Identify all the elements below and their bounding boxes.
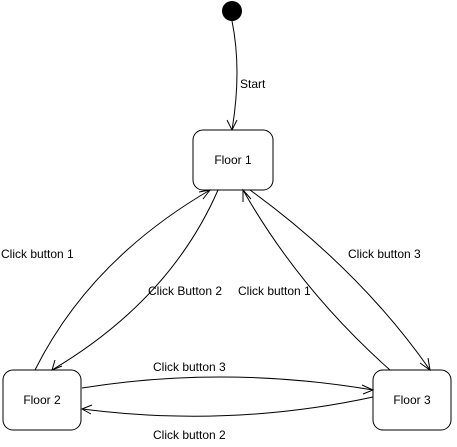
transition-f3-to-f1-arrowhead — [242, 188, 252, 202]
initial-state-dot — [222, 1, 242, 21]
state-floor-3-label: Floor 3 — [393, 393, 431, 407]
state-floor-1-label: Floor 1 — [214, 153, 252, 167]
transition-f1-to-f2-arrow — [34, 189, 211, 371]
transition-f1-to-f3-label: Click button 3 — [348, 247, 421, 261]
state-floor-2-label: Floor 2 — [23, 393, 61, 407]
state-floor-1[interactable]: Floor 1 — [192, 129, 274, 191]
start-transition-label: Start — [240, 77, 266, 91]
transition-f1-to-f3-arrowhead — [419, 357, 431, 372]
transition-f3-to-f1-arrow — [242, 189, 391, 371]
transition-f3-to-f2-arrow — [81, 396, 374, 417]
state-floor-2[interactable]: Floor 2 — [2, 369, 82, 431]
transition-f2-to-f1-label: Click Button 2 — [148, 284, 222, 298]
start-transition-arrow — [231, 20, 238, 131]
transition-f1-to-f2-arrowhead — [198, 189, 212, 200]
transition-f2-to-f1-arrowhead — [51, 359, 63, 371]
transition-f2-to-f3-label: Click button 3 — [153, 360, 226, 374]
state-floor-3-box — [372, 369, 452, 431]
transition-f2-to-f3-arrow — [81, 376, 374, 391]
transition-f3-to-f2-label: Click button 2 — [153, 428, 226, 442]
transition-f2-to-f3-arrowhead — [361, 384, 375, 395]
transition-f3-to-f2-arrowhead — [80, 404, 93, 415]
transition-f1-to-f3-arrow — [249, 189, 431, 371]
transition-f1-to-f2-label: Click button 1 — [1, 247, 74, 261]
transition-f2-to-f1-arrow — [51, 189, 219, 371]
state-floor-1-box — [192, 129, 274, 191]
state-floor-3[interactable]: Floor 3 — [372, 369, 452, 431]
transition-f3-to-f1-label: Click button 1 — [238, 284, 311, 298]
state-floor-2-box — [2, 369, 82, 431]
